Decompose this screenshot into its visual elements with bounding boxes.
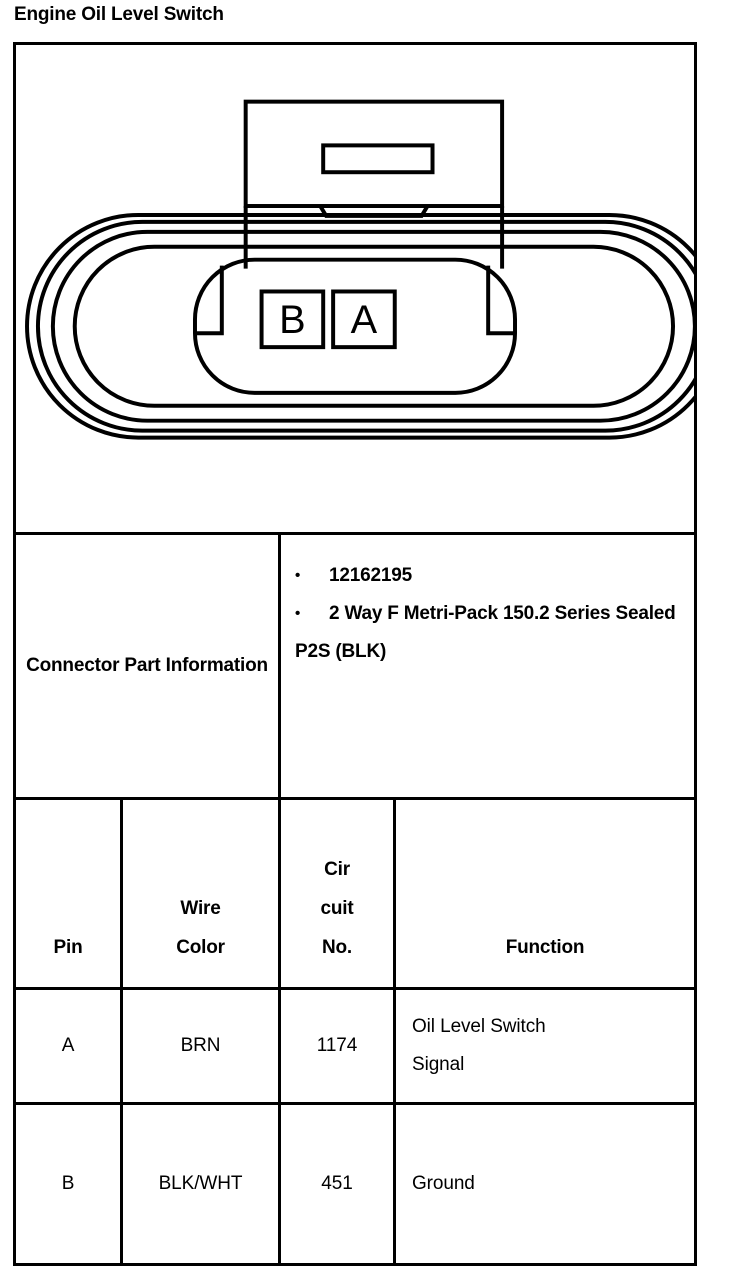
connector-part-information-label: Connector Part Information (26, 655, 268, 676)
table-header-row: Pin Wire Color Cir cuit No. Function (16, 800, 694, 990)
column-header-circuit-no: Cir cuit No. (281, 800, 396, 987)
page-title: Engine Oil Level Switch (14, 4, 224, 25)
cell-wire-color: BLK/WHT (123, 1105, 281, 1263)
cavity-label-b: B (279, 298, 306, 342)
cell-function: Oil Level Switch Signal (412, 1016, 546, 1075)
connector-part-number: 12162195 (329, 565, 412, 586)
connector-body-outline-4 (72, 244, 676, 408)
table-row: A BRN 1174 Oil Level Switch Signal (16, 990, 694, 1105)
latch-block-outline (243, 99, 505, 208)
connector-part-information-list: •12162195 •2 Way F Metri-Pack 150.2 Seri… (295, 557, 680, 671)
keying-tab-right (486, 265, 516, 336)
cell-wire-color: BRN (123, 990, 281, 1102)
cavity-box-b (259, 289, 326, 350)
list-item: • 12162195 (295, 557, 680, 595)
column-header-pin: Pin (16, 800, 123, 987)
cavity-label-a: A (351, 298, 378, 342)
connector-diagram-cell: B A (16, 45, 694, 535)
connector-face-view-diagram: B A (25, 99, 694, 440)
cell-circuit-no: 1174 (281, 990, 396, 1102)
pin-assignment-table: Pin Wire Color Cir cuit No. Function A B… (16, 800, 694, 1263)
column-header-wire-color: Wire Color (123, 800, 281, 987)
connector-body-outline-2 (35, 219, 694, 433)
cell-pin: A (16, 990, 123, 1102)
column-header-function: Function (505, 937, 585, 958)
cell-pin: B (16, 1105, 123, 1263)
cavity-box-a (331, 289, 397, 350)
cell-function: Ground (412, 1173, 475, 1194)
list-item: •2 Way F Metri-Pack 150.2 Series Sealed … (295, 595, 680, 671)
bullet-icon: • (295, 567, 301, 584)
connector-information-table: B A Connector Part Information • 12162195… (13, 42, 697, 1266)
table-row: B BLK/WHT 451 Ground (16, 1105, 694, 1263)
connector-part-information-value-cell: •12162195 •2 Way F Metri-Pack 150.2 Seri… (281, 535, 694, 797)
bullet-icon: • (295, 605, 301, 622)
connector-body-outline-3 (50, 229, 694, 423)
connector-body-outline-1 (25, 212, 694, 440)
cell-circuit-no: 451 (281, 1105, 396, 1263)
connector-part-information-row: Connector Part Information •12162195 •2 … (16, 535, 694, 800)
connector-part-description: 2 Way F Metri-Pack 150.2 Series Sealed P… (295, 603, 676, 662)
latch-slot-window (321, 143, 435, 175)
terminal-cavity-opening (192, 257, 518, 395)
keying-tab-left (194, 265, 224, 336)
connector-part-information-label-cell: Connector Part Information (16, 535, 281, 797)
